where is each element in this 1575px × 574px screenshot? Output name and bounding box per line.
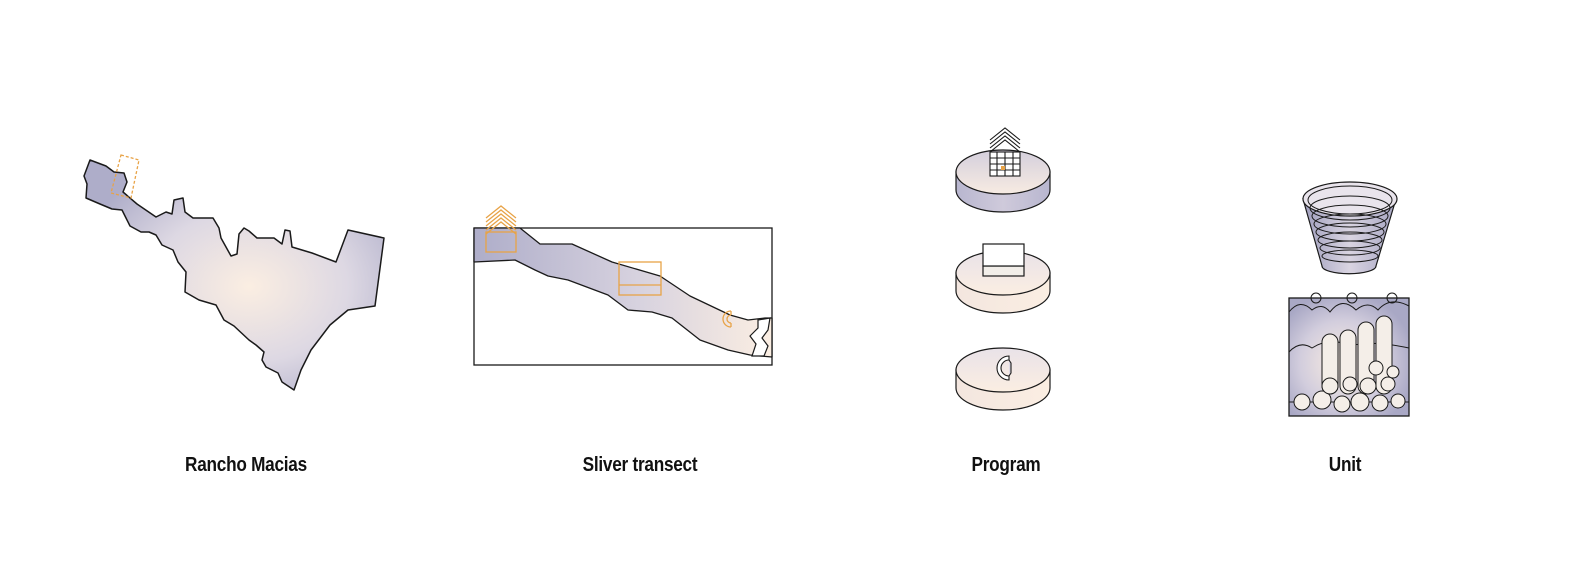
sliver-transect	[474, 206, 772, 365]
program-stack	[956, 128, 1050, 410]
caption-unit: Unit	[1216, 454, 1474, 477]
house-icon	[990, 128, 1020, 176]
caption-sliver-transect: Sliver transect	[511, 454, 769, 477]
site-boundary	[84, 160, 384, 390]
disc-middle	[956, 244, 1050, 313]
rancho-macias-map	[84, 155, 384, 390]
disc-top	[956, 128, 1050, 212]
caption-rancho-macias: Rancho Macias	[117, 454, 375, 477]
unit-assembly	[1289, 182, 1409, 416]
unit-box	[1289, 293, 1409, 416]
bucket-icon	[1303, 182, 1397, 274]
disc-bottom	[956, 348, 1050, 410]
caption-program: Program	[877, 454, 1135, 477]
block-icon	[983, 244, 1024, 276]
